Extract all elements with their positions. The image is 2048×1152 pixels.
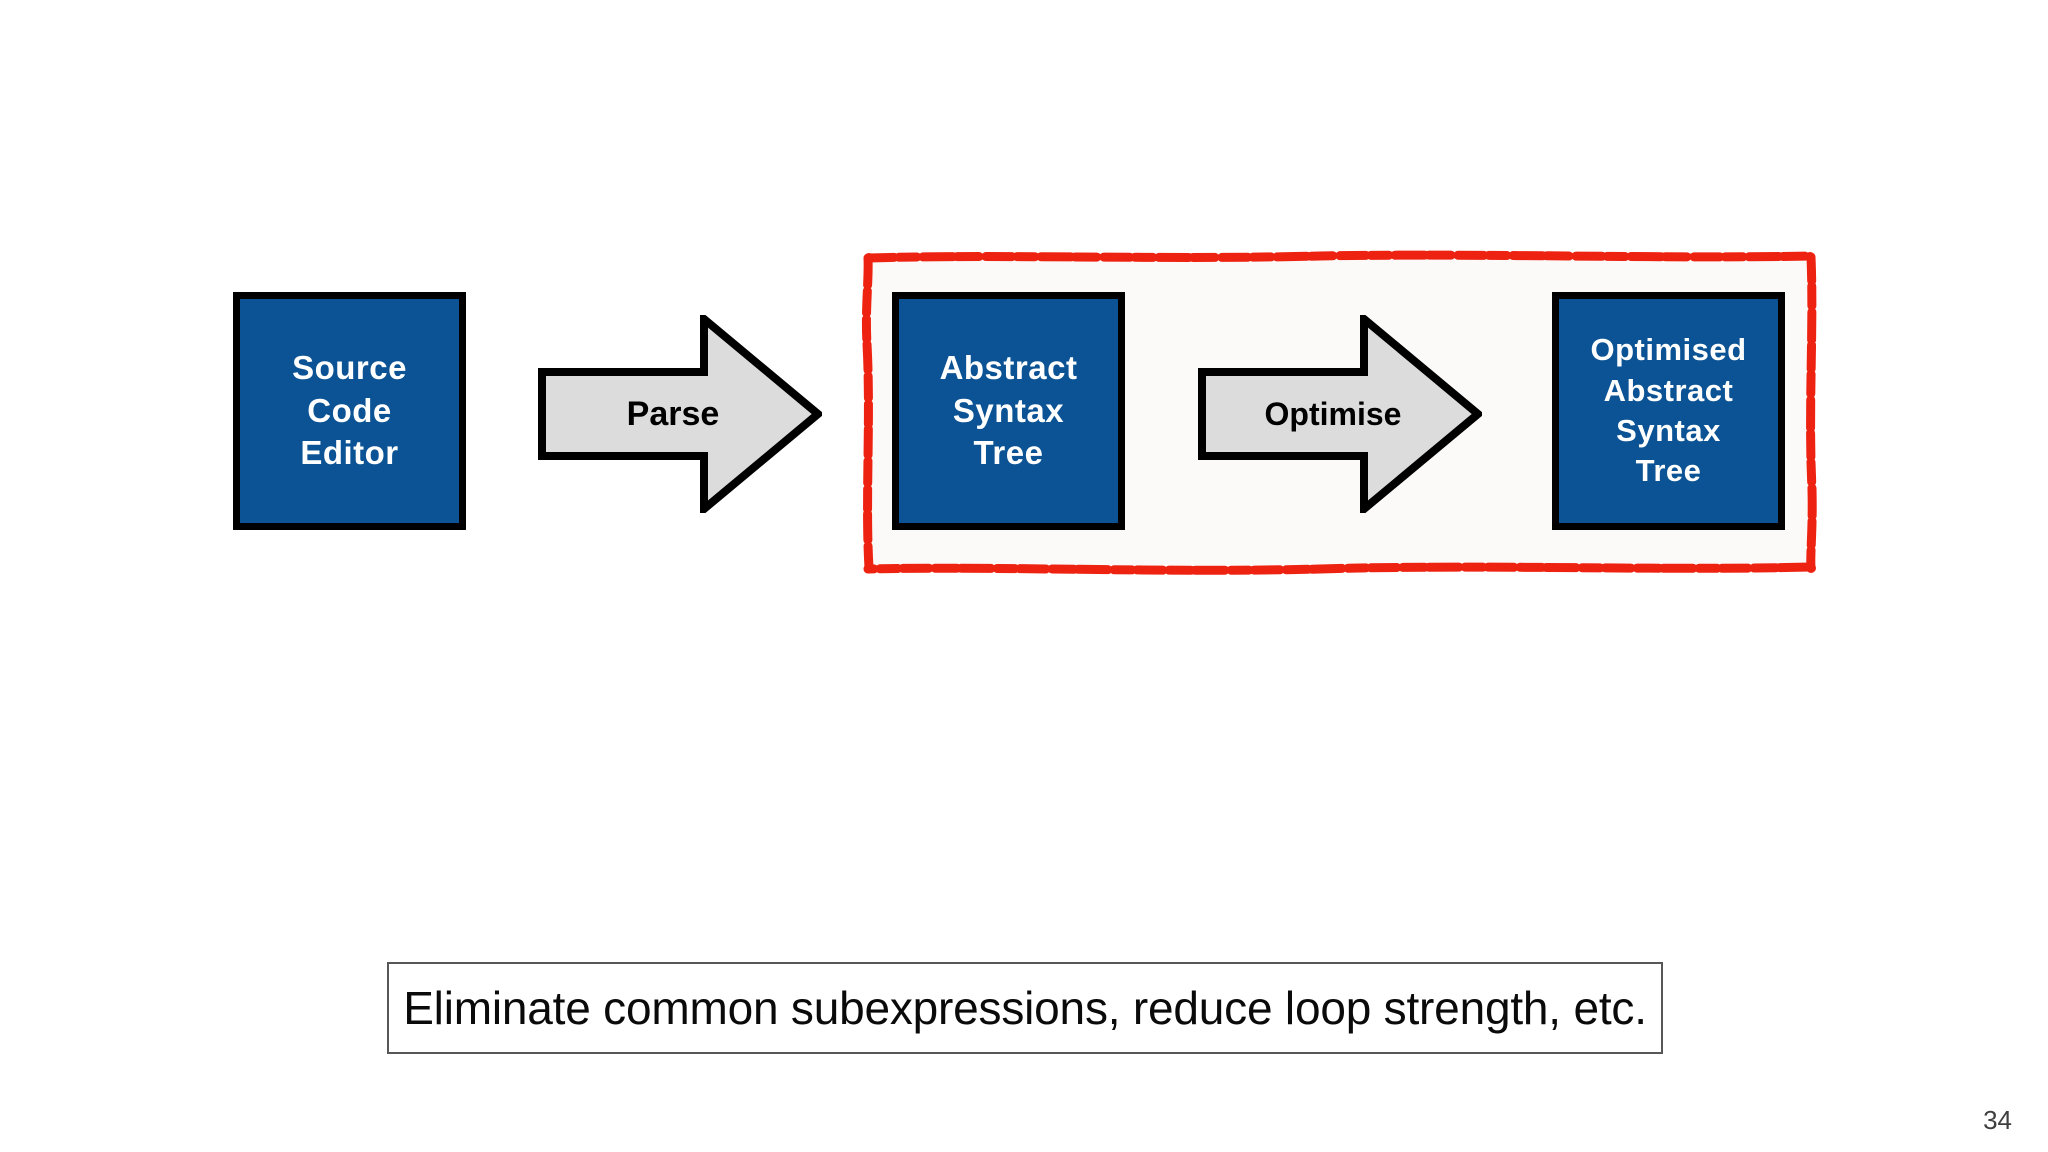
caption-text: Eliminate common subexpressions, reduce … bbox=[403, 982, 1647, 1034]
process-box-label-line: Editor bbox=[300, 434, 399, 472]
process-box-source-code-editor[interactable]: Source Code Editor bbox=[233, 292, 466, 530]
process-box-label-line: Abstract bbox=[1603, 372, 1734, 408]
right-arrow-icon bbox=[1198, 315, 1482, 513]
right-arrow-icon bbox=[538, 315, 822, 513]
process-box-label-line: Syntax bbox=[1616, 413, 1721, 448]
flow-arrow-label: Parse bbox=[626, 394, 720, 433]
process-box-optimised-abstract-syntax-tree[interactable]: Optimised Abstract Syntax Tree bbox=[1552, 292, 1785, 530]
caption-box: Eliminate common subexpressions, reduce … bbox=[387, 962, 1663, 1054]
process-box-label-line: Tree bbox=[1635, 453, 1702, 489]
flow-arrow-label: Optimise bbox=[1264, 395, 1402, 432]
process-box-label-line: Tree bbox=[973, 434, 1044, 472]
slide-number: 34 bbox=[1983, 1105, 2012, 1135]
process-box-label-line: Optimised bbox=[1590, 332, 1747, 368]
flow-arrow-parse[interactable]: Parse bbox=[538, 315, 822, 513]
process-box-label-line: Syntax bbox=[952, 391, 1065, 429]
process-box-label-line: Code bbox=[307, 391, 392, 429]
process-box-label-line: Source bbox=[292, 348, 407, 386]
process-box-label-line: Abstract bbox=[939, 348, 1078, 386]
flow-arrow-optimise[interactable]: Optimise bbox=[1198, 315, 1482, 513]
process-box-abstract-syntax-tree[interactable]: Abstract Syntax Tree bbox=[892, 292, 1125, 530]
